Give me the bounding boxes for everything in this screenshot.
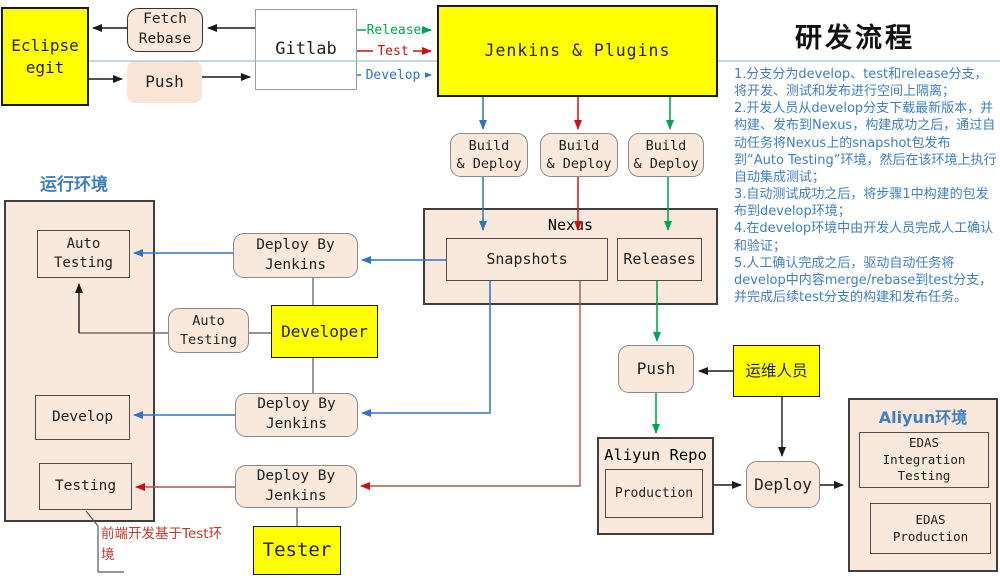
process-notes: 1.分支分为develop、test和release分支，将开发、测试和发布进行… xyxy=(734,66,998,306)
page-title: 研发流程 xyxy=(795,23,915,54)
node-tester: Tester xyxy=(253,526,341,575)
node-snapshots: Snapshots xyxy=(446,238,608,281)
node-push-release: Push xyxy=(618,345,694,393)
run-environment-label: 运行环境 xyxy=(40,175,108,195)
node-testing-env: Testing xyxy=(39,463,132,510)
node-edas-integration-testing: EDAS Integration Testing xyxy=(859,432,989,488)
node-auto-testing-task: Auto Testing xyxy=(168,308,249,353)
note-item-4: 4.在develop环境中由开发人员完成人工确认和验证； xyxy=(734,221,994,254)
node-releases: Releases xyxy=(617,238,702,281)
nexus-label: Nexus xyxy=(547,216,594,234)
node-push-fetch: Push xyxy=(127,61,202,103)
node-production: Production xyxy=(605,469,703,518)
node-jenkins-plugins: Jenkins & Plugins xyxy=(437,5,718,97)
node-gitlab: Gitlab xyxy=(255,9,357,90)
node-edas-production: EDAS Production xyxy=(870,503,991,554)
node-build-deploy-develop: Build & Deploy xyxy=(450,133,528,177)
aliyun-repo-label: Aliyun Repo xyxy=(604,446,707,464)
aliyun-env-label: Aliyun环境 xyxy=(878,408,968,427)
node-build-deploy-release: Build & Deploy xyxy=(628,133,704,177)
node-deploy: Deploy xyxy=(746,461,820,508)
branch-label-develop: Develop xyxy=(361,69,425,83)
node-developer: Developer xyxy=(271,305,378,358)
note-item-2: 2.开发人员从develop分支下载最新版本，并构建、发布到Nexus，构建成功… xyxy=(734,101,997,185)
node-deploy-by-jenkins-2: Deploy By Jenkins xyxy=(235,393,358,437)
frontend-test-callout: 前端开发基于Test环 境 xyxy=(101,526,223,563)
note-item-3: 3.自动测试成功之后，将步骤1中构建的包发布到develop环境； xyxy=(734,187,989,220)
node-build-deploy-test: Build & Deploy xyxy=(540,133,618,177)
note-item-5: 5.人工确认完成之后，驱动自动任务将develop中内容merge/rebase… xyxy=(734,255,993,306)
note-item-1: 1.分支分为develop、test和release分支，将开发、测试和发布进行… xyxy=(734,67,988,100)
node-deploy-by-jenkins-3: Deploy By Jenkins xyxy=(235,465,357,508)
branch-label-release: Release xyxy=(366,23,422,38)
arrow-snapshots-dbj3 xyxy=(360,281,581,490)
node-ops-staff: 运维人员 xyxy=(733,345,820,397)
node-fetch-rebase: Fetch Rebase xyxy=(127,8,203,52)
node-develop-env: Develop xyxy=(35,395,130,440)
branch-label-test: Test xyxy=(373,45,413,59)
node-eclipse-egit: Eclipse egit xyxy=(1,7,89,106)
node-deploy-by-jenkins-1: Deploy By Jenkins xyxy=(233,233,358,278)
node-auto-testing-env: Auto Testing xyxy=(37,230,130,278)
